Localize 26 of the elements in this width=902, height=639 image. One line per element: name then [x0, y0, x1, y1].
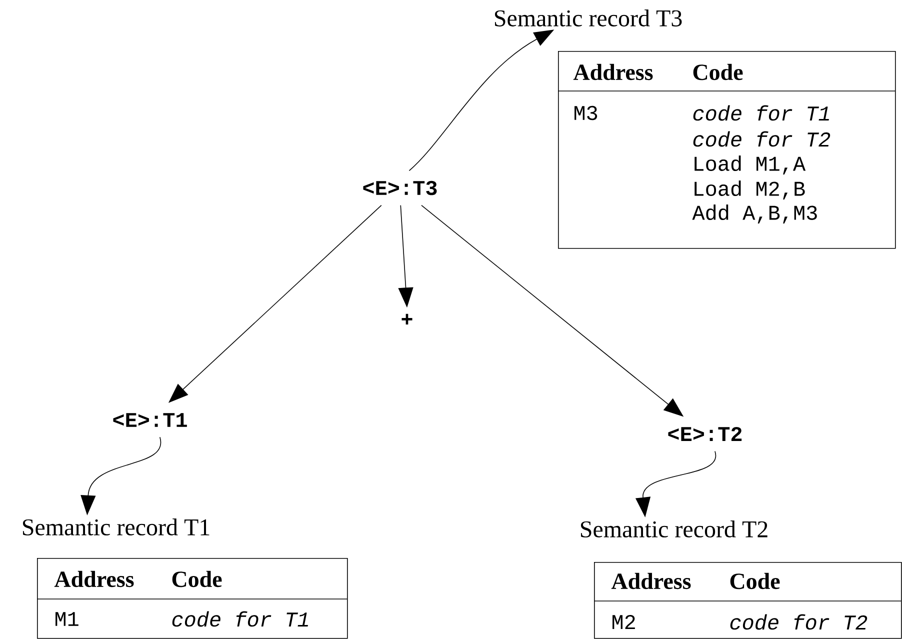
code-line: code for T2 — [693, 131, 830, 147]
record-heading: Semantic record T2 — [580, 520, 768, 538]
address-cell: M2 — [612, 614, 635, 630]
code-line: Add A,B,M3 — [692, 204, 817, 224]
address-cell: M3 — [574, 106, 598, 120]
record-table — [594, 562, 902, 639]
record-heading: Semantic record T1 — [22, 518, 210, 536]
operator-label: + — [402, 314, 412, 324]
code-line: code for T2 — [730, 614, 868, 630]
column-header: Address — [54, 570, 134, 588]
record-table — [36, 558, 348, 639]
code-line: Load M2,B — [694, 180, 805, 200]
code-line: code for T1 — [693, 105, 829, 121]
nonterminal-label: <E>:T1 — [113, 413, 187, 427]
column-header: Address — [611, 572, 691, 590]
address-cell: M1 — [56, 612, 78, 626]
column-header: Address — [573, 64, 653, 80]
column-header: Code — [730, 572, 780, 590]
record-table — [558, 51, 896, 249]
nonterminal-label: <E>:T2 — [668, 426, 742, 442]
column-header: Code — [693, 64, 743, 80]
record-heading: Semantic record T3 — [494, 10, 682, 26]
column-header: Code — [172, 570, 222, 588]
code-line: code for T1 — [172, 611, 308, 627]
nonterminal-label: <E>:T3 — [363, 180, 437, 196]
code-line: Load M1,A — [694, 156, 806, 174]
